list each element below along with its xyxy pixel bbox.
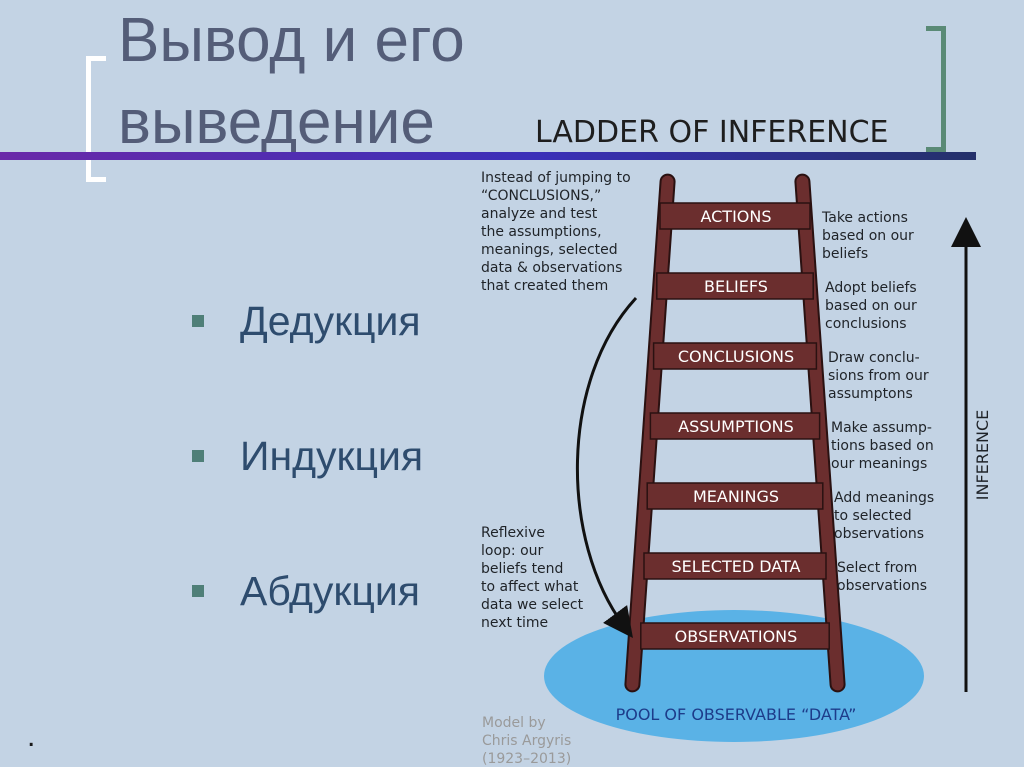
- top-note-line: Instead of jumping to: [481, 170, 631, 186]
- top-note-line: data & observations: [481, 260, 622, 276]
- bullet-item: Абдукция: [192, 560, 423, 695]
- square-bullet-icon: [192, 450, 204, 462]
- loop-note-line: Reflexive: [481, 525, 545, 541]
- rung-note-line: Take actions: [821, 210, 908, 226]
- rung-note-line: our meanings: [831, 456, 927, 472]
- loop-note-line: data we select: [481, 597, 584, 613]
- top-note-line: “CONCLUSIONS,”: [481, 188, 601, 204]
- rung-note-line: assumptons: [828, 386, 913, 402]
- ladder-rung: [649, 412, 821, 440]
- ladder-rung-label: BELIEFS: [704, 277, 768, 296]
- bullet-label: Индукция: [240, 433, 424, 479]
- rung-note-line: observations: [834, 526, 924, 542]
- top-note-line: that created them: [481, 278, 608, 294]
- ladder-rung-label: CONCLUSIONS: [678, 347, 794, 366]
- right-bracket-decoration: [926, 26, 946, 152]
- rung-note-line: tions based on: [831, 438, 934, 454]
- bullet-list: Дедукция Индукция Абдукция: [192, 290, 423, 695]
- left-bracket-decoration: [86, 56, 106, 182]
- bullet-label: Абдукция: [240, 568, 420, 614]
- rung-note-line: to selected: [834, 508, 912, 524]
- credit-line: Chris Argyris: [482, 733, 571, 749]
- rung-note-line: observations: [837, 578, 927, 594]
- rung-note-line: Draw conclu-: [828, 350, 920, 366]
- ladder-rung-label: SELECTED DATA: [672, 557, 801, 576]
- square-bullet-icon: [192, 585, 204, 597]
- loop-note-line: to affect what: [481, 579, 579, 595]
- rung-note-line: sions from our: [828, 368, 929, 384]
- reflexive-loop-arrow: [576, 296, 638, 639]
- ladder-rung: [643, 552, 827, 580]
- footer-mark: .: [27, 720, 36, 753]
- bullet-label: Дедукция: [240, 298, 421, 344]
- rung-note-line: based on our: [825, 298, 917, 314]
- bullet-item: Индукция: [192, 425, 423, 560]
- rung-note-line: Add meanings: [834, 490, 934, 506]
- inference-axis-label: INFERENCE: [973, 410, 992, 500]
- square-bullet-icon: [192, 315, 204, 327]
- rung-note-line: Select from: [837, 560, 917, 576]
- rung-note-line: Adopt beliefs: [825, 280, 917, 296]
- loop-note-line: next time: [481, 615, 548, 631]
- rung-note-line: based on our: [822, 228, 914, 244]
- diagram-title: LADDER OF INFERENCE: [535, 115, 889, 150]
- ladder-rung: [659, 202, 811, 230]
- slide-title-line-2: выведение: [118, 88, 435, 157]
- rung-note-line: beliefs: [822, 246, 868, 262]
- credit-line: (1923–2013): [482, 751, 571, 767]
- slide-title-line-1: Вывод и его: [118, 6, 465, 75]
- ladder-rung: [656, 272, 814, 300]
- ladder-rung-label: ACTIONS: [700, 207, 771, 226]
- slide-title: Вывод и его выведение: [118, 0, 465, 164]
- pool-label: POOL OF OBSERVABLE “DATA”: [616, 705, 857, 724]
- reflexive-loop-note: Reflexive loop: our beliefs tend to affe…: [481, 525, 588, 631]
- ladder-rung: [652, 342, 818, 370]
- top-note-line: analyze and test: [481, 206, 598, 222]
- ladder-rung-label: MEANINGS: [693, 487, 779, 506]
- top-note-line: the assumptions,: [481, 224, 602, 240]
- top-note-line: meanings, selected: [481, 242, 618, 258]
- bullet-item: Дедукция: [192, 290, 423, 425]
- model-credit: Model by Chris Argyris (1923–2013): [482, 715, 576, 767]
- rung-note-line: Make assump-: [831, 420, 932, 436]
- loop-note-line: beliefs tend: [481, 561, 563, 577]
- ladder-rung-label: OBSERVATIONS: [675, 627, 798, 646]
- ladder-rung-label: ASSUMPTIONS: [678, 417, 794, 436]
- ladder-rung: [646, 482, 824, 510]
- top-note: Instead of jumping to “CONCLUSIONS,” ana…: [481, 170, 635, 294]
- rung-note-line: conclusions: [825, 316, 907, 332]
- title-underline-rule: [0, 152, 976, 160]
- loop-note-line: loop: our: [481, 543, 544, 559]
- ladder-rung: [640, 622, 830, 650]
- ladder-rungs: ACTIONS BELIEFS CONCLUSIONS ASSUMPTIONS MEAN…: [640, 202, 830, 650]
- credit-line: Model by: [482, 715, 546, 731]
